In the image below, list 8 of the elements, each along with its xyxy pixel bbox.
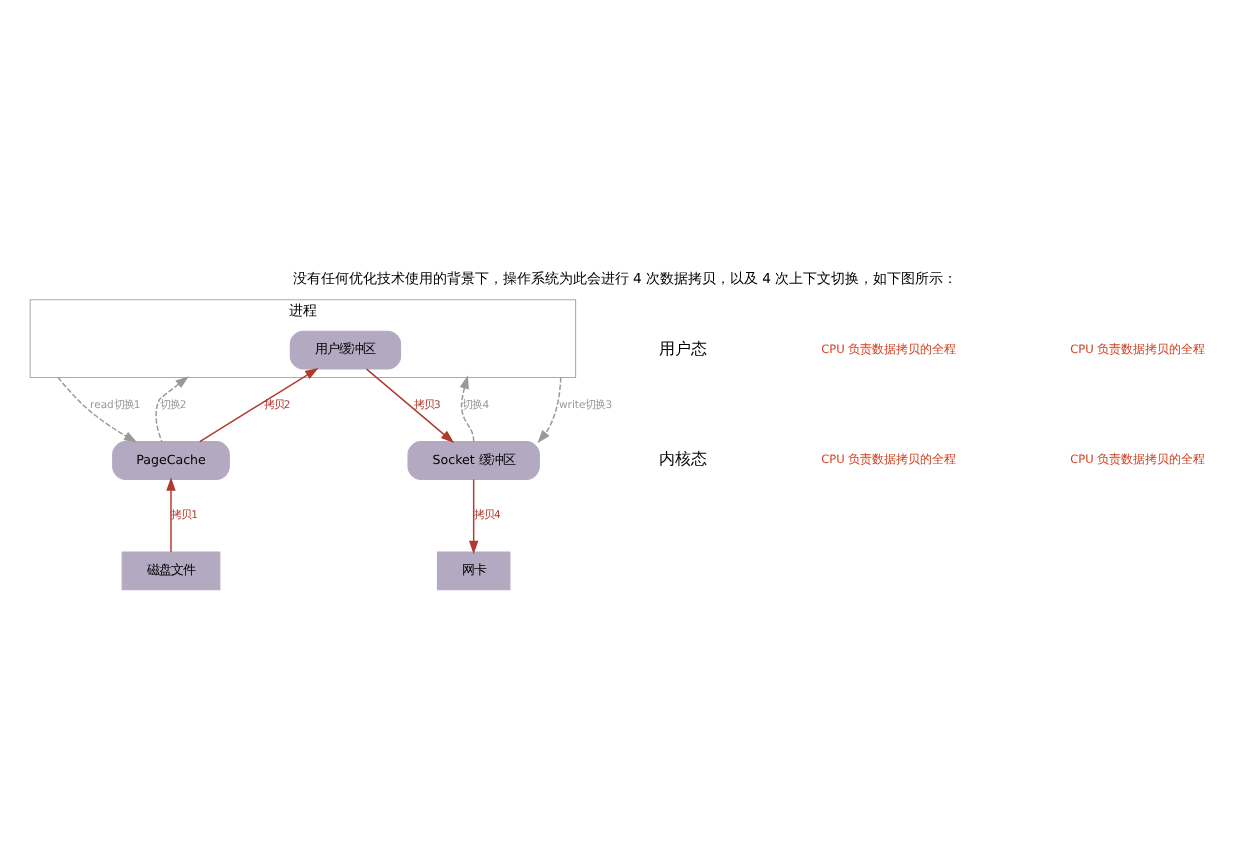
arrow <box>459 375 475 443</box>
arrow <box>199 367 319 443</box>
arrow <box>155 376 189 443</box>
arrow <box>166 477 176 553</box>
arrow <box>365 368 455 443</box>
arrow <box>537 376 562 444</box>
arrow <box>57 376 138 443</box>
arrow <box>468 478 479 555</box>
